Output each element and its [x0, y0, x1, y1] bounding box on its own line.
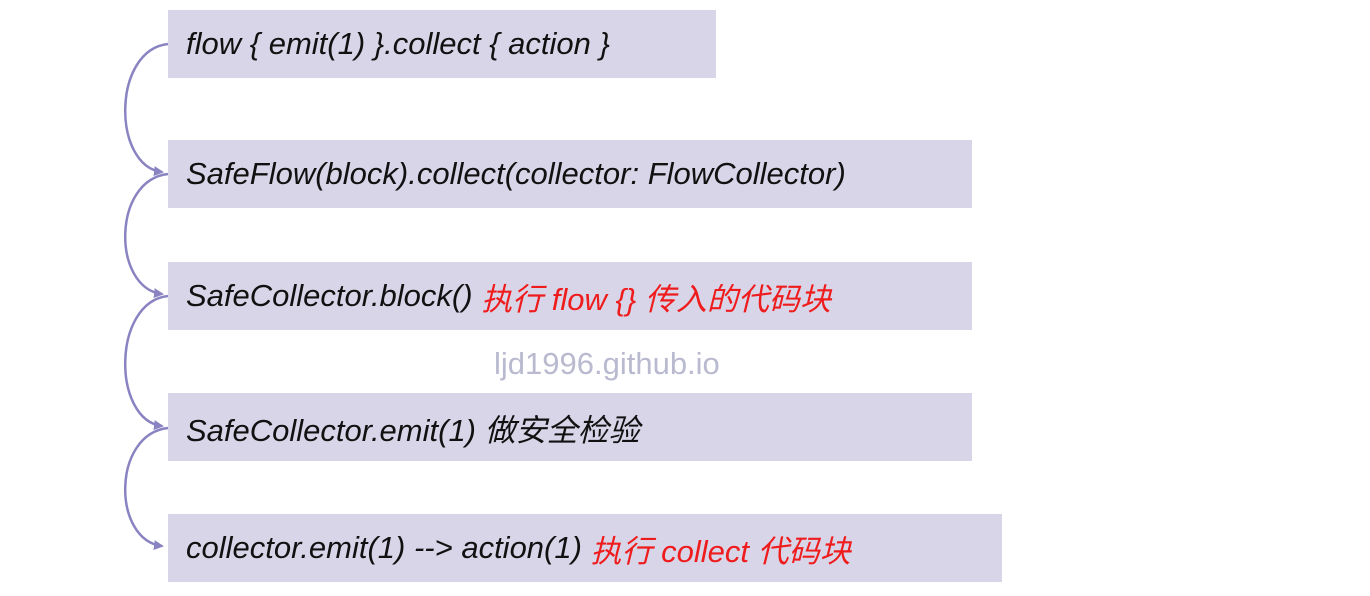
- step-box-safecollector-block: SafeCollector.block() 执行 flow {} 传入的代码块: [168, 262, 972, 330]
- watermark: ljd1996.github.io: [494, 346, 720, 381]
- arrow-step2-to-step3: [124, 172, 169, 298]
- arrow-step1-to-step2: [124, 42, 169, 176]
- step-code: SafeFlow(block).collect(collector: FlowC…: [186, 156, 846, 191]
- step-code: SafeCollector.block(): [186, 278, 482, 313]
- step-box-flow-collect: flow { emit(1) }.collect { action }: [168, 10, 716, 78]
- step-code: SafeCollector.emit(1) 做安全检验: [186, 412, 640, 448]
- step-box-safeflow-collect: SafeFlow(block).collect(collector: FlowC…: [168, 140, 972, 208]
- step-code: flow { emit(1) }.collect { action }: [186, 26, 610, 61]
- arrow-step4-to-step5: [124, 426, 169, 550]
- step-box-safecollector-emit: SafeCollector.emit(1) 做安全检验: [168, 393, 972, 461]
- arrow-step3-to-step4: [124, 294, 169, 430]
- step-note: 执行 flow {} 传入的代码块: [481, 281, 831, 317]
- step-box-collector-emit: collector.emit(1) --> action(1) 执行 colle…: [168, 514, 1002, 582]
- step-note: 执行 collect 代码块: [590, 533, 851, 569]
- step-code: collector.emit(1) --> action(1): [186, 530, 591, 565]
